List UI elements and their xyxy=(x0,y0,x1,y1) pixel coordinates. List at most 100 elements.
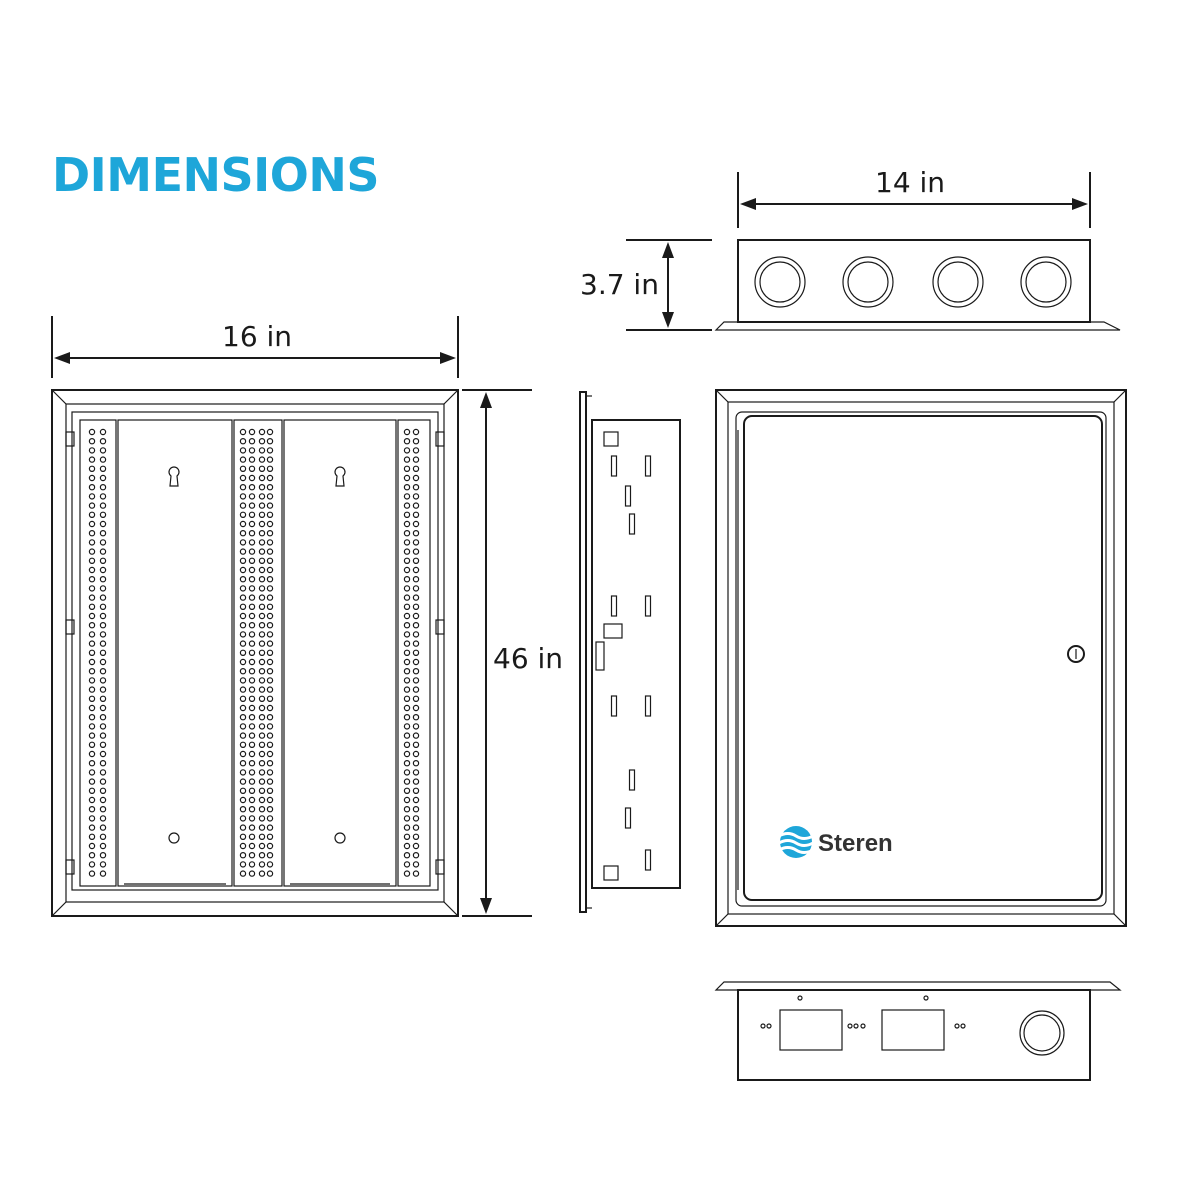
perforation-hole xyxy=(412,695,420,703)
perforation-hole xyxy=(248,750,256,758)
perforation-hole xyxy=(258,585,266,592)
side-slot xyxy=(644,695,652,717)
perforation-hole xyxy=(99,539,107,546)
perforation-hole xyxy=(239,852,247,859)
perforation-hole xyxy=(403,806,411,813)
perforation-hole xyxy=(99,714,107,721)
perforation-hole xyxy=(258,714,266,721)
perforation-hole xyxy=(266,631,274,638)
perforation-hole xyxy=(239,796,247,804)
perforation-hole xyxy=(88,760,96,767)
side-slot xyxy=(644,849,652,871)
perforation-hole xyxy=(412,750,420,758)
perforation-hole xyxy=(239,668,247,675)
perforation-hole xyxy=(248,548,256,555)
perforation-hole xyxy=(88,649,96,657)
perforation-hole xyxy=(412,778,420,785)
perforation-hole xyxy=(412,520,420,528)
perforation-hole xyxy=(412,852,420,859)
side-view xyxy=(579,391,681,913)
perforation-hole xyxy=(412,603,420,611)
perforation-hole xyxy=(88,668,96,675)
perforation-hole xyxy=(248,668,256,675)
perforation-hole xyxy=(99,769,107,776)
perforation-hole xyxy=(99,585,107,592)
perforation-hole xyxy=(403,511,411,519)
perforation-hole xyxy=(412,428,420,436)
perforation-hole xyxy=(239,447,247,454)
perforation-hole xyxy=(412,806,420,813)
perforation-hole xyxy=(239,576,247,583)
perforation-hole xyxy=(258,723,266,730)
perforation-hole xyxy=(88,870,96,877)
perforation-hole xyxy=(239,548,247,555)
perforation-hole xyxy=(239,833,247,841)
perforation-hole xyxy=(258,548,266,555)
side-slot xyxy=(628,769,636,791)
perforation-hole xyxy=(266,428,274,436)
perforation-hole xyxy=(266,438,274,445)
lock-icon xyxy=(1067,645,1085,663)
perforation-hole xyxy=(88,842,96,850)
knockout-holes-top xyxy=(754,256,1072,308)
perforation-hole xyxy=(248,640,256,647)
perforation-hole xyxy=(258,576,266,583)
perforation-hole xyxy=(248,612,256,620)
perforation-hole xyxy=(88,732,96,739)
perforation-hole xyxy=(403,741,411,749)
perforation-hole xyxy=(258,438,266,445)
perforation-hole xyxy=(99,668,107,675)
perforation-hole xyxy=(412,796,420,804)
perforation-hole xyxy=(412,502,420,509)
perforation-hole xyxy=(258,520,266,528)
perforation-hole xyxy=(239,566,247,574)
perforation-hole xyxy=(266,548,274,555)
steren-wave-icon xyxy=(778,826,814,858)
perforation-hole xyxy=(412,631,420,638)
perforation-hole xyxy=(239,649,247,657)
perforation-hole xyxy=(412,474,420,482)
perforation-hole xyxy=(88,750,96,758)
perforation-hole xyxy=(88,852,96,859)
perforation-hole xyxy=(248,520,256,528)
perforation-hole xyxy=(403,732,411,739)
perforation-hole xyxy=(403,456,411,463)
perforation-hole xyxy=(99,658,107,666)
perforation-hole xyxy=(266,852,274,859)
perforation-hole xyxy=(248,585,256,592)
perforation-hole xyxy=(258,566,266,574)
perforation-hole xyxy=(266,603,274,611)
perforation-hole xyxy=(403,428,411,436)
side-slot xyxy=(610,595,618,617)
perforation-hole xyxy=(88,465,96,472)
perforation-hole xyxy=(266,456,274,463)
perforation-hole xyxy=(412,594,420,601)
perforation-hole xyxy=(88,603,96,611)
perforation-hole xyxy=(99,474,107,482)
perforation-hole xyxy=(248,594,256,601)
side-slots xyxy=(610,455,652,871)
knockout-hole-inner xyxy=(1025,261,1067,303)
perforation-hole xyxy=(99,428,107,436)
perforation-hole xyxy=(266,511,274,519)
perforation-hole xyxy=(403,640,411,647)
perforation-hole xyxy=(248,861,256,868)
perforation-hole xyxy=(266,668,274,675)
perforation-hole xyxy=(412,668,420,675)
perforation-hole xyxy=(266,704,274,712)
perforation-hole xyxy=(88,530,96,537)
perforation-hole xyxy=(258,769,266,776)
perforation-hole xyxy=(239,438,247,445)
perforation-hole xyxy=(239,585,247,592)
perforation-hole xyxy=(99,594,107,601)
perforation-hole xyxy=(403,686,411,693)
perforation-hole xyxy=(258,852,266,859)
side-slot xyxy=(644,455,652,477)
perforation-hole xyxy=(412,714,420,721)
perforation-hole xyxy=(412,769,420,776)
perforation-hole xyxy=(248,603,256,611)
perforation-hole xyxy=(88,622,96,629)
perforation-hole xyxy=(403,631,411,638)
perforation-hole xyxy=(266,750,274,758)
